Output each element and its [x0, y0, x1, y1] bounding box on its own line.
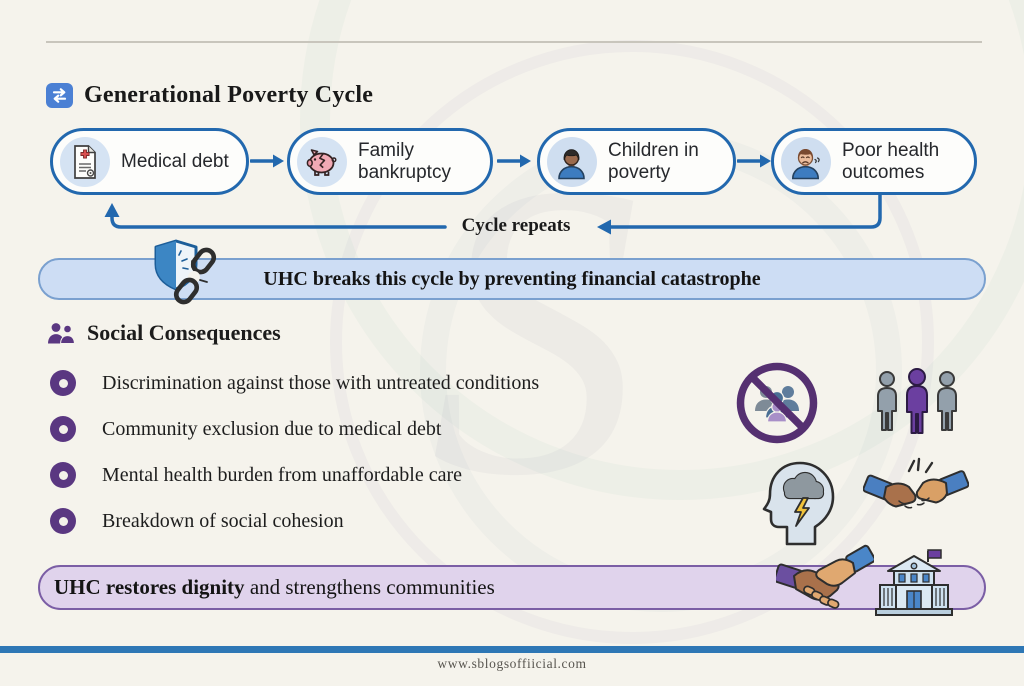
institution-icon — [875, 549, 953, 616]
node-label: Medical debt — [121, 150, 229, 172]
medical-bill-icon — [60, 136, 110, 187]
restore-text-rest: and strengthens communities — [244, 575, 495, 599]
uhc-restore-banner-text: UHC restores dignity and strengthens com… — [54, 575, 495, 600]
list-item: Mental health burden from unaffordable c… — [50, 461, 670, 489]
sick-person-icon — [781, 136, 831, 187]
page-title: Generational Poverty Cycle — [84, 82, 374, 108]
cycle-return-arrow — [104, 192, 882, 235]
arrow-right-icon — [250, 154, 284, 168]
list-item: Breakdown of social cohesion — [50, 507, 670, 535]
people-icon — [48, 323, 75, 344]
arrow-right-icon — [497, 154, 531, 168]
handshake-icon — [776, 544, 874, 609]
bullet-icon — [50, 370, 76, 396]
excluded-person-icon — [877, 368, 957, 434]
cycle-node-children-in-poverty: Children in poverty — [537, 128, 736, 195]
child-icon — [547, 136, 597, 187]
broken-piggy-bank-icon — [297, 136, 347, 187]
social-title: Social Consequences — [87, 320, 281, 345]
shield-broken-chain-icon — [154, 239, 217, 305]
node-label: Poor health outcomes — [842, 140, 940, 183]
bullet-icon — [50, 462, 76, 488]
top-divider — [46, 41, 982, 43]
social-consequences-list: Discrimination against those with untrea… — [50, 369, 670, 553]
arrow-right-icon — [737, 154, 771, 168]
footer-url: www.sblogsoffiicial.com — [437, 656, 587, 671]
no-group-icon — [736, 362, 818, 444]
section-header-cycle: Generational Poverty Cycle — [46, 82, 373, 109]
bullet-icon — [50, 416, 76, 442]
list-item-text: Discrimination against those with untrea… — [102, 371, 540, 394]
cycle-node-medical-debt: Medical debt — [50, 128, 249, 195]
bullet-icon — [50, 508, 76, 534]
node-label: Children in poverty — [608, 140, 699, 183]
cycle-node-poor-health-outcomes: Poor health outcomes — [771, 128, 977, 195]
section-header-social: Social Consequences — [46, 320, 281, 346]
list-item-text: Mental health burden from unaffordable c… — [102, 463, 463, 486]
list-item: Community exclusion due to medical debt — [50, 415, 670, 443]
restore-text-bold: UHC restores dignity — [54, 575, 245, 599]
footer-bar — [0, 646, 1024, 653]
cycle-repeats-label: Cycle repeats — [461, 215, 571, 236]
list-item-text: Community exclusion due to medical debt — [102, 417, 442, 440]
repeat-icon — [46, 83, 73, 108]
uhc-break-banner-text: UHC breaks this cycle by preventing fina… — [263, 267, 761, 290]
list-item-text: Breakdown of social cohesion — [102, 509, 344, 532]
node-label: Family bankruptcy — [358, 140, 451, 183]
mind-storm-icon — [762, 461, 835, 546]
cycle-node-family-bankruptcy: Family bankruptcy — [287, 128, 493, 195]
list-item: Discrimination against those with untrea… — [50, 369, 670, 397]
broken-handshake-icon — [863, 457, 969, 509]
